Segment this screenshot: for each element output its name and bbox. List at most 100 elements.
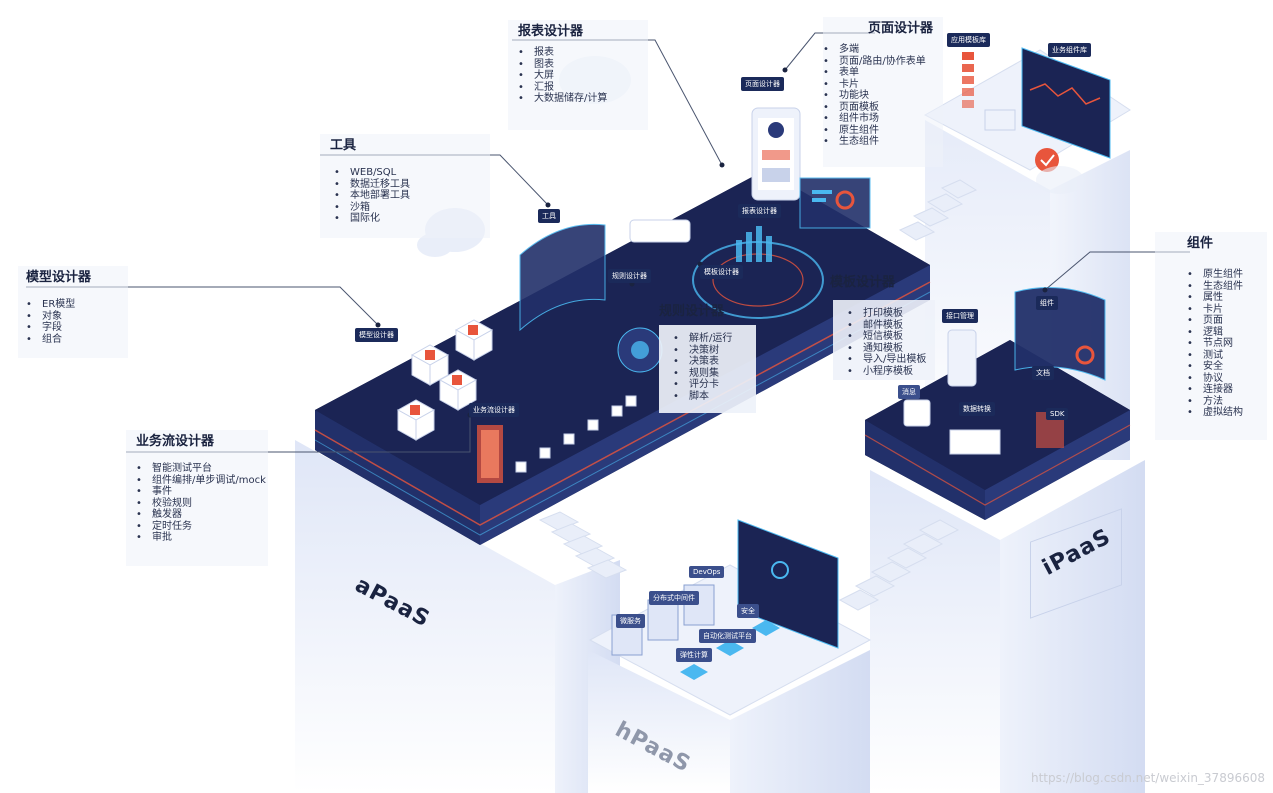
template-designer-title: 模板设计器 bbox=[830, 275, 896, 290]
rule-designer-panel: 解析/运行 决策树 决策表 规则集 评分卡 脚本 bbox=[659, 325, 756, 413]
list-item: 触发器 bbox=[136, 509, 268, 521]
tools-title: 工具 bbox=[330, 138, 357, 153]
hpaas-devices bbox=[611, 519, 839, 680]
list-item: 逻辑 bbox=[1187, 327, 1267, 339]
list-item: 定时任务 bbox=[136, 521, 268, 533]
list-item: 本地部署工具 bbox=[334, 190, 490, 202]
tag-devops: DevOps bbox=[689, 566, 725, 578]
tag-report-designer: 报表设计器 bbox=[738, 204, 781, 218]
list-item: 审批 bbox=[136, 532, 268, 544]
workflow-designer-list: 智能测试平台 组件编排/单步调试/mock 事件 校验规则 触发器 定时任务 审… bbox=[136, 463, 268, 544]
components-list: 原生组件 生态组件 属性 卡片 页面 逻辑 节点网 测试 安全 协议 连接器 方… bbox=[1187, 269, 1267, 419]
list-item: 原生组件 bbox=[823, 125, 943, 137]
list-item: 属性 bbox=[1187, 292, 1267, 304]
rule-designer-title: 规则设计器 bbox=[659, 304, 725, 319]
model-designer-title: 模型设计器 bbox=[26, 270, 92, 285]
top-devices bbox=[962, 47, 1111, 172]
list-item: 决策树 bbox=[673, 345, 756, 357]
list-item: 事件 bbox=[136, 486, 268, 498]
list-item: 生态组件 bbox=[1187, 281, 1267, 293]
list-item: 对象 bbox=[26, 311, 128, 323]
list-item: 图表 bbox=[518, 59, 648, 71]
page-designer-title: 页面设计器 bbox=[868, 21, 934, 36]
list-item: 表单 bbox=[823, 67, 943, 79]
tag-rule-designer: 规则设计器 bbox=[608, 269, 651, 283]
page-designer-list: 多端 页面/路由/协作表单 表单 卡片 功能块 页面模板 组件市场 原生组件 生… bbox=[823, 44, 943, 148]
list-item: 页面 bbox=[1187, 315, 1267, 327]
ipaas-devices bbox=[903, 287, 1106, 455]
tag-data-convert: 数据转换 bbox=[959, 402, 995, 416]
ipaas-tower bbox=[870, 460, 1145, 793]
tools-list: WEB/SQL 数据迁移工具 本地部署工具 沙箱 国际化 bbox=[334, 167, 490, 225]
list-item: 评分卡 bbox=[673, 379, 756, 391]
tag-components: 组件 bbox=[1036, 296, 1058, 310]
tag-tools: 工具 bbox=[538, 209, 560, 223]
list-item: 组合 bbox=[26, 334, 128, 346]
tag-elastic-compute: 弹性计算 bbox=[676, 648, 712, 662]
list-item: 规则集 bbox=[673, 368, 756, 380]
report-designer-list: 报表 图表 大屏 汇报 大数据储存/计算 bbox=[518, 47, 648, 105]
list-item: 小程序模板 bbox=[847, 366, 935, 378]
list-item: 通知模板 bbox=[847, 343, 935, 355]
list-item: 多端 bbox=[823, 44, 943, 56]
tag-microservice: 微服务 bbox=[616, 614, 645, 628]
list-item: 连接器 bbox=[1187, 384, 1267, 396]
tag-biz-component-lib: 业务组件库 bbox=[1048, 43, 1091, 57]
list-item: 短信模板 bbox=[847, 331, 935, 343]
list-item: 大数据储存/计算 bbox=[518, 93, 648, 105]
model-designer-panel: 模型设计器 ER模型 对象 字段 组合 bbox=[18, 266, 128, 358]
list-item: 汇报 bbox=[518, 82, 648, 94]
list-item: 导入/导出模板 bbox=[847, 354, 935, 366]
list-item: 组件编排/单步调试/mock bbox=[136, 475, 268, 487]
list-item: 脚本 bbox=[673, 391, 756, 403]
tag-message: 消息 bbox=[898, 385, 920, 399]
list-item: 生态组件 bbox=[823, 136, 943, 148]
report-designer-panel: 报表设计器 报表 图表 大屏 汇报 大数据储存/计算 bbox=[508, 20, 648, 130]
stairs-top bbox=[898, 179, 978, 241]
list-item: 功能块 bbox=[823, 90, 943, 102]
tag-workflow-designer: 业务流设计器 bbox=[469, 403, 519, 417]
list-item: 国际化 bbox=[334, 213, 490, 225]
list-item: 安全 bbox=[1187, 361, 1267, 373]
watermark-text: https://blog.csdn.net/weixin_37896608 bbox=[1030, 771, 1265, 785]
list-item: 测试 bbox=[1187, 350, 1267, 362]
stairs-left bbox=[538, 511, 628, 579]
tag-page-designer: 页面设计器 bbox=[741, 77, 784, 91]
list-item: 打印模板 bbox=[847, 308, 935, 320]
list-item: 卡片 bbox=[1187, 304, 1267, 316]
workflow-designer-panel: 业务流设计器 智能测试平台 组件编排/单步调试/mock 事件 校验规则 触发器… bbox=[126, 430, 268, 566]
list-item: 页面模板 bbox=[823, 102, 943, 114]
list-item: 数据迁移工具 bbox=[334, 179, 490, 191]
tools-panel: 工具 WEB/SQL 数据迁移工具 本地部署工具 沙箱 国际化 bbox=[320, 134, 490, 238]
list-item: 报表 bbox=[518, 47, 648, 59]
list-item: 虚拟结构 bbox=[1187, 407, 1267, 419]
tag-sdk: SDK bbox=[1046, 408, 1069, 420]
list-item: 大屏 bbox=[518, 70, 648, 82]
tag-api-mgmt: 接口管理 bbox=[942, 309, 978, 323]
components-title: 组件 bbox=[1187, 236, 1214, 251]
tag-security: 安全 bbox=[737, 604, 759, 618]
tag-auto-test-platform: 自动化测试平台 bbox=[699, 629, 756, 643]
list-item: 协议 bbox=[1187, 373, 1267, 385]
tag-docs: 文档 bbox=[1032, 366, 1054, 380]
list-item: WEB/SQL bbox=[334, 167, 490, 179]
tag-app-template-lib: 应用模板库 bbox=[947, 33, 990, 47]
hpaas-tower bbox=[588, 650, 870, 793]
list-item: 邮件模板 bbox=[847, 320, 935, 332]
template-designer-panel: 打印模板 邮件模板 短信模板 通知模板 导入/导出模板 小程序模板 bbox=[833, 300, 935, 380]
list-item: 卡片 bbox=[823, 79, 943, 91]
list-item: 组件市场 bbox=[823, 113, 943, 125]
template-designer-list: 打印模板 邮件模板 短信模板 通知模板 导入/导出模板 小程序模板 bbox=[847, 308, 935, 377]
stairs-right bbox=[838, 519, 960, 611]
list-item: 节点网 bbox=[1187, 338, 1267, 350]
list-item: 方法 bbox=[1187, 396, 1267, 408]
list-item: ER模型 bbox=[26, 299, 128, 311]
workflow-designer-title: 业务流设计器 bbox=[136, 434, 215, 449]
list-item: 校验规则 bbox=[136, 498, 268, 510]
model-designer-list: ER模型 对象 字段 组合 bbox=[26, 299, 128, 345]
list-item: 原生组件 bbox=[1187, 269, 1267, 281]
list-item: 页面/路由/协作表单 bbox=[823, 56, 943, 68]
tag-template-designer: 模板设计器 bbox=[700, 265, 743, 279]
list-item: 沙箱 bbox=[334, 202, 490, 214]
